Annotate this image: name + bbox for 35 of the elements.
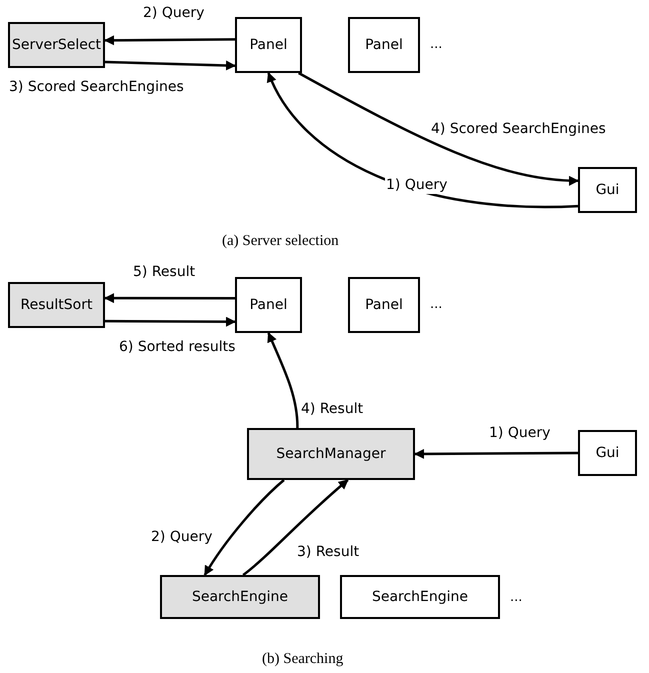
process-box: SearchEngine [160, 575, 320, 619]
edge-label: 1) Query [488, 424, 552, 442]
process-box: Panel [348, 17, 420, 73]
process-box: Gui [578, 430, 637, 476]
edge-label: 6) Sorted results [118, 338, 236, 356]
arrow [414, 448, 578, 459]
arrow [298, 72, 579, 186]
edge-label: 2) Query [142, 4, 206, 22]
arrow [242, 479, 349, 576]
figure-caption: (a) Server selection [222, 232, 339, 251]
process-box: Panel [235, 17, 302, 73]
process-box: ResultSort [8, 282, 105, 328]
edge-label: 3) Scored SearchEngines [8, 78, 185, 96]
ellipsis-label: ... [430, 36, 442, 54]
edge-label: 5) Result [132, 263, 196, 281]
process-box: SearchManager [247, 428, 415, 480]
edge-label: 2) Query [150, 528, 214, 546]
edge-label: 1) Query [385, 176, 448, 194]
edge-label: 4) Result [300, 400, 364, 418]
arrow [104, 35, 235, 46]
ellipsis-label: ... [510, 589, 522, 607]
edge-label: 3) Result [296, 543, 360, 561]
process-box: Gui [578, 167, 637, 213]
figure-caption: (b) Searching [262, 650, 344, 669]
arrow [105, 316, 236, 327]
process-box: Panel [235, 277, 302, 333]
arrow [204, 479, 285, 576]
arrow [267, 332, 299, 428]
process-box: ServerSelect [8, 22, 105, 68]
arrow [104, 293, 235, 304]
edge-label: 4) Scored SearchEngines [430, 120, 607, 138]
ellipsis-label: ... [430, 296, 442, 314]
process-box: Panel [348, 277, 420, 333]
arrow [104, 60, 236, 70]
process-box: SearchEngine [340, 575, 500, 619]
